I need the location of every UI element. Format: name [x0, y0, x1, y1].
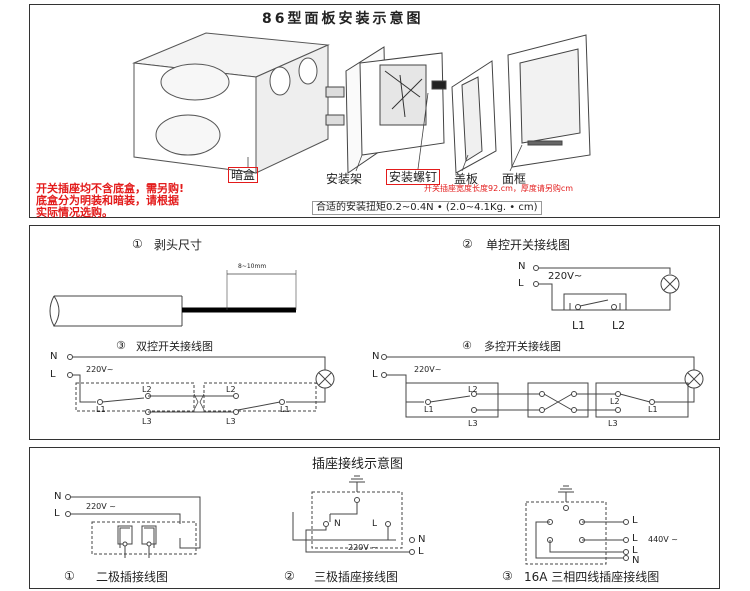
socket-wiring-diagrams	[65, 475, 629, 565]
s2-l1: L1	[572, 319, 586, 332]
c1-voltage: 220V ~	[86, 502, 116, 511]
s4-l: L	[372, 369, 378, 380]
s3-voltage: 220V~	[86, 365, 114, 374]
s3-l3-b: L3	[226, 417, 236, 426]
wire-insulation	[49, 295, 182, 327]
dimension-note: 开关插座宽度长度92.cm，厚度请另购cm	[424, 184, 574, 193]
s1-number: ①	[132, 237, 143, 251]
s1-title: 剥头尺寸	[154, 238, 203, 252]
back-box	[132, 32, 330, 174]
c1-number: ①	[64, 569, 75, 583]
c3-number: ③	[502, 569, 513, 583]
s4-l3-a: L3	[468, 419, 478, 428]
c3-l-c: L	[632, 545, 638, 556]
socket-wiring-panel: 插座接线示意图	[29, 447, 720, 589]
c3-l-b: L	[632, 533, 638, 544]
switch-wiring-diagrams	[49, 265, 704, 418]
c3-voltage: 440V ~	[648, 535, 678, 544]
install-panel: 86型面板安装示意图	[29, 4, 720, 219]
s3-l1-b: L1	[280, 405, 290, 414]
s2-number: ②	[462, 237, 473, 251]
box-label: 暗盒	[228, 167, 259, 183]
s4-l1-b: L1	[648, 405, 658, 414]
screw-label: 安装螺钉	[386, 169, 441, 185]
c1-title: 二极插接线图	[96, 570, 169, 584]
mount-label: 安装架	[326, 172, 363, 186]
s4-title: 多控开关接线图	[484, 340, 561, 353]
s3-l2-a: L2	[142, 385, 152, 394]
c2-l: L	[418, 546, 424, 557]
frame-label: 面框	[502, 172, 527, 186]
box-note: 开关插座均不含底盒，需另购! 底盒分为明装和暗装，请根据 实际情况选购。	[36, 182, 185, 219]
s2-voltage: 220V~	[548, 271, 583, 282]
s4-number: ④	[462, 339, 472, 352]
s3-number: ③	[116, 339, 126, 352]
s3-l2-b: L2	[226, 385, 236, 394]
c2-n: N	[418, 534, 426, 545]
c3-l-a: L	[632, 515, 638, 526]
c3-title: 16A 三相四线插座接线图	[524, 570, 660, 584]
s2-l: L	[518, 278, 524, 289]
s3-l: L	[50, 369, 56, 380]
c2-n-terminal: N	[334, 519, 341, 529]
c2-voltage: 220V ~	[348, 543, 378, 552]
strip-dimension: 8~10mm	[238, 263, 267, 270]
s4-l1-a: L1	[424, 405, 434, 414]
c2-number: ②	[284, 569, 295, 583]
cover-plate	[451, 60, 497, 174]
s2-n: N	[518, 261, 526, 272]
socket-title: 插座接线示意图	[312, 457, 404, 472]
s3-n: N	[50, 351, 58, 362]
s2-l2: L2	[612, 319, 626, 332]
mounting-frame	[325, 46, 447, 174]
s3-title: 双控开关接线图	[136, 340, 213, 353]
install-illustration	[132, 32, 591, 174]
c2-l-terminal: L	[372, 519, 378, 529]
torque-note: 合适的安装扭矩0.2~0.4N • (2.0~4.1Kg. • cm)	[312, 201, 542, 215]
s3-l1-a: L1	[96, 405, 106, 414]
s4-l3-b: L3	[608, 419, 618, 428]
s4-l2-a: L2	[468, 385, 478, 394]
s4-n: N	[372, 351, 380, 362]
s2-title: 单控开关接线图	[486, 238, 571, 252]
c1-l: L	[54, 508, 60, 519]
s4-l2-b: L2	[610, 397, 620, 406]
c2-title: 三极插座接线图	[314, 570, 399, 584]
install-title: 86型面板安装示意图	[262, 11, 424, 27]
c1-n: N	[54, 491, 62, 502]
switch-wiring-panel: ① 剥头尺寸 8~10mm ② 单控开关接线图 N L 220V~ L1 L2 …	[29, 225, 720, 440]
face-frame	[507, 34, 591, 168]
s4-voltage: 220V~	[414, 365, 442, 374]
cover-label: 盖板	[454, 172, 479, 186]
s3-l3-a: L3	[142, 417, 152, 426]
c3-n: N	[632, 555, 640, 566]
